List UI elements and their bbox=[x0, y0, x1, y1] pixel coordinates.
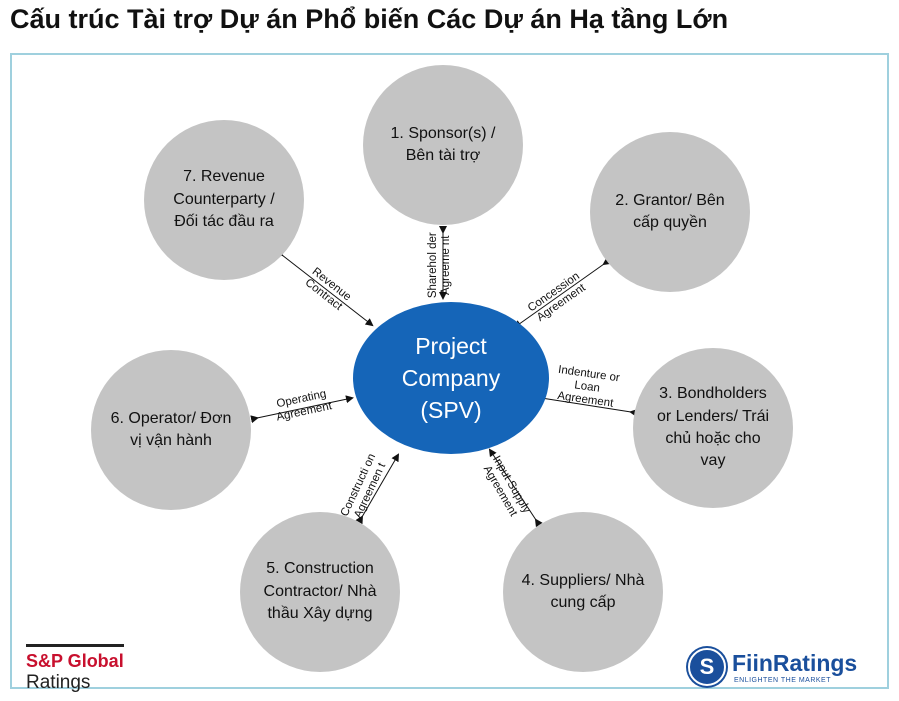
node-lenders: 3. Bondholders or Lenders/ Trái chủ hoặc… bbox=[633, 348, 793, 508]
arrow-loan bbox=[533, 393, 638, 417]
fiin-s-icon: S bbox=[688, 648, 726, 686]
label-shareholder-agreement: Sharehol der Agreeme nt bbox=[426, 232, 452, 299]
node-suppliers: 4. Suppliers/ Nhà cung cấp bbox=[503, 512, 663, 672]
arrow-revenue bbox=[274, 248, 374, 327]
arrow-operating bbox=[250, 395, 354, 424]
diagram-frame bbox=[10, 53, 889, 689]
sp-global-logo: S&P Global Ratings bbox=[26, 644, 124, 694]
node-grantor: 2. Grantor/ Bên cấp quyền bbox=[590, 132, 750, 292]
node-sponsor: 1. Sponsor(s) / Bên tài trợ bbox=[363, 65, 523, 225]
arrow-concession bbox=[513, 257, 612, 329]
node-contractor: 5. Construction Contractor/ Nhà thầu Xây… bbox=[240, 512, 400, 672]
node-operator: 6. Operator/ Đơn vị vận hành bbox=[91, 350, 251, 510]
node-revenue-counterparty: 7. Revenue Counterparty / Đối tác đầu ra bbox=[144, 120, 304, 280]
arrow-construction bbox=[355, 453, 400, 525]
page-title: Cấu trúc Tài trợ Dự án Phổ biến Các Dự á… bbox=[10, 4, 729, 34]
arrow-supply bbox=[488, 448, 543, 528]
